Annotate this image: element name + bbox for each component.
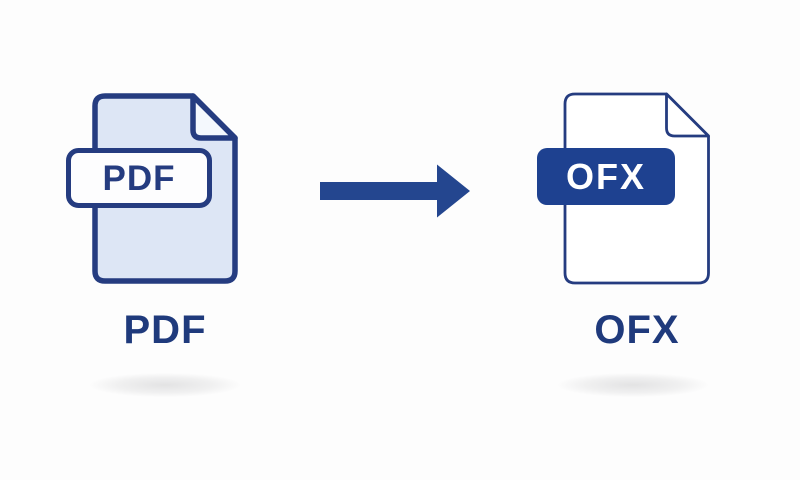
ofx-folded-corner — [665, 92, 710, 138]
pdf-file-icon: PDF — [66, 93, 238, 284]
pdf-badge-label: PDF — [103, 159, 176, 198]
right-arrow-shape — [320, 164, 470, 218]
pdf-badge — [66, 148, 212, 208]
ofx-file-icon: OFX — [537, 92, 710, 285]
ofx-badge — [537, 148, 675, 205]
pdf-folded-corner — [190, 93, 238, 141]
ofx-caption: OFX — [594, 308, 680, 352]
pdf-caption: PDF — [123, 308, 207, 352]
pdf-icon-shadow — [90, 373, 240, 397]
right-arrow-icon — [320, 164, 470, 218]
ofx-badge-label: OFX — [566, 156, 646, 197]
ofx-icon-shadow — [558, 373, 708, 397]
